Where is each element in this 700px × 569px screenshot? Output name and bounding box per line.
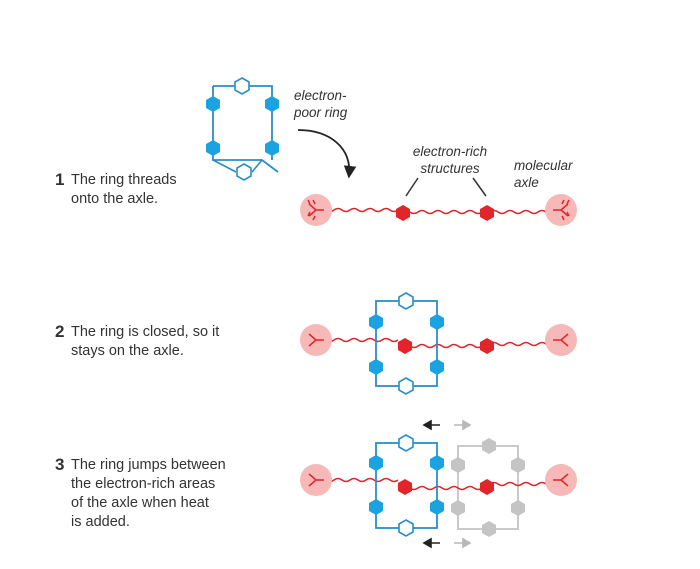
stopper-right	[545, 324, 577, 356]
stopper-left	[300, 324, 332, 356]
arrow-left-dark-icon	[422, 537, 440, 549]
stopper-left	[300, 464, 332, 496]
label-line: axle	[514, 175, 539, 190]
electron-rich-unit-right	[480, 338, 494, 354]
axle-3	[300, 464, 577, 496]
stage-1-open-ring	[206, 77, 279, 181]
electron-rich-unit-left	[398, 338, 412, 354]
label-line: electron-	[294, 88, 347, 103]
label-electron-rich-structures: electron-rich structures	[400, 143, 500, 177]
arrow-right-light-icon	[454, 419, 472, 431]
ring-electron-poor-unit-right-bottom	[265, 140, 279, 156]
step-text-line: the electron-rich areas	[71, 476, 216, 492]
label-electron-poor-ring: electron- poor ring	[294, 87, 347, 121]
threading-arrow	[297, 129, 357, 179]
ghost-ring-right-position	[451, 438, 525, 537]
ring-electron-poor-unit-right-top	[265, 96, 279, 112]
shuttle-arrows-bottom	[422, 537, 472, 549]
label-line: molecular	[514, 158, 573, 173]
step-number: 3	[55, 455, 65, 474]
step-text: The ring threads onto the axle.	[71, 171, 281, 209]
step-text: The ring is closed, so it stays on the a…	[71, 323, 281, 361]
label-line: poor ring	[294, 105, 348, 120]
step-text-line: is added.	[71, 514, 130, 530]
step-text-line: onto the axle.	[71, 191, 159, 207]
step-text-line: The ring threads	[71, 172, 177, 188]
axle-1	[300, 194, 577, 226]
ring-electron-poor-unit-left-bottom	[206, 140, 220, 156]
shuttle-arrows-top	[422, 419, 472, 431]
step-text: The ring jumps between the electron-rich…	[71, 456, 281, 532]
electron-rich-unit-left	[396, 205, 410, 221]
stopper-right	[545, 464, 577, 496]
structures-leader-left	[405, 177, 419, 197]
label-line: structures	[420, 161, 480, 176]
label-line: electron-rich	[412, 144, 488, 159]
step-text-line: stays on the axle.	[71, 343, 184, 359]
electron-rich-unit-right	[480, 479, 494, 495]
ring-electron-poor-unit-left-top	[206, 96, 220, 112]
electron-rich-unit-left	[398, 479, 412, 495]
stage-2-closed-ring	[369, 292, 444, 395]
step-text-line: The ring jumps between	[71, 457, 226, 473]
arrow-left-dark-icon	[422, 419, 440, 431]
step-number: 2	[55, 322, 65, 341]
step-text-line: The ring is closed, so it	[71, 324, 220, 340]
axle-2	[300, 324, 577, 356]
step-text-line: of the axle when heat	[71, 495, 209, 511]
electron-rich-unit-right	[480, 205, 494, 221]
stopper-left	[300, 194, 332, 226]
arrow-right-light-icon	[454, 537, 472, 549]
stopper-right	[545, 194, 577, 226]
structures-leader-right	[472, 177, 487, 197]
stage-3-ring-left-position	[369, 434, 444, 537]
step-number: 1	[55, 170, 65, 189]
ring-node-bottom	[236, 163, 252, 181]
label-molecular-axle: molecular axle	[514, 157, 573, 191]
ring-node-top	[234, 77, 250, 95]
